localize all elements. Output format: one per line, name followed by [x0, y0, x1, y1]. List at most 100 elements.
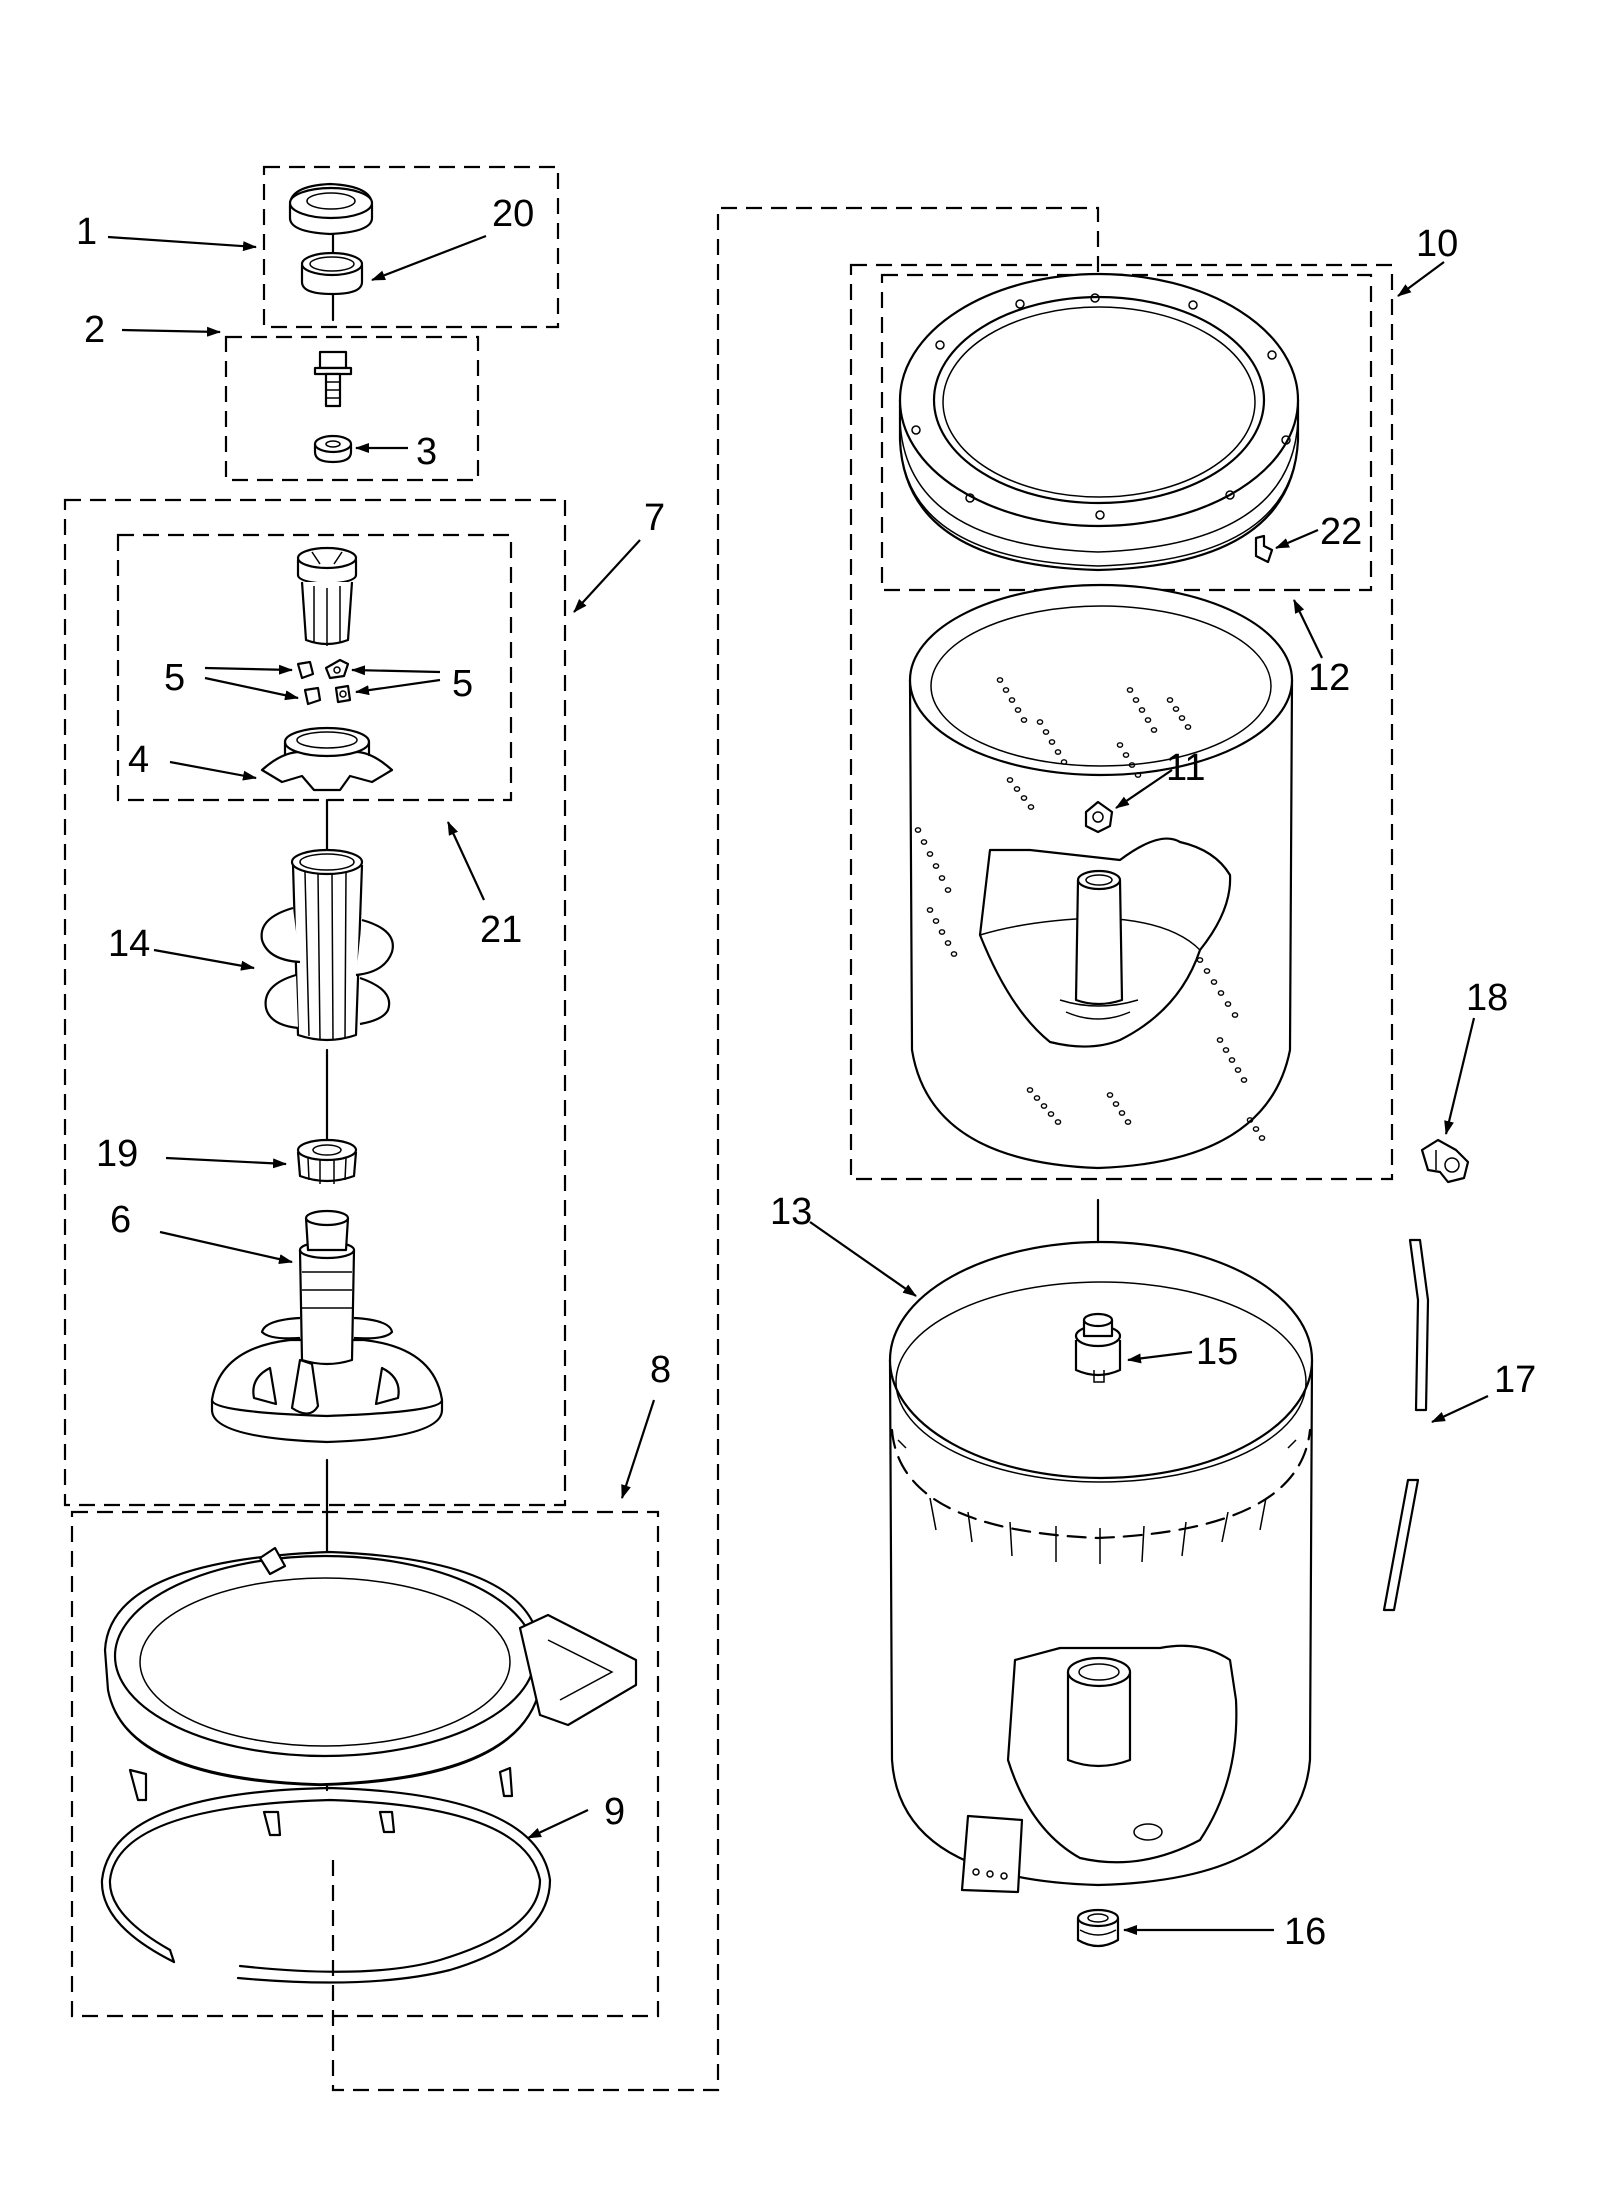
basket-hole [1122, 752, 1130, 758]
basket-hole [1246, 1117, 1254, 1123]
callout-15: 15 [1196, 1331, 1238, 1373]
basket-hole [1047, 1111, 1055, 1117]
basket-hole [1240, 1077, 1248, 1083]
basket-hole [1166, 697, 1174, 703]
basket-hole [1234, 1067, 1242, 1073]
agitator-bolt [313, 350, 353, 408]
basket-hole [1124, 1119, 1132, 1125]
basket-hole [1112, 1101, 1120, 1107]
basket-hole [1128, 762, 1136, 768]
basket-hole [1008, 697, 1016, 703]
callout-4: 4 [128, 739, 149, 781]
callout-6: 6 [110, 1199, 131, 1241]
group-boxes [63, 165, 1394, 2018]
callout-21: 21 [480, 909, 522, 951]
tub-ring-seal [100, 1786, 552, 1984]
basket-hole [1040, 1103, 1048, 1109]
callout-16: 16 [1284, 1911, 1326, 1953]
basket-hole [920, 839, 928, 845]
basket-hole [1222, 1047, 1230, 1053]
callout-19: 19 [96, 1133, 138, 1175]
basket-hole [1013, 786, 1021, 792]
agitator-auger [260, 848, 394, 1042]
tub-ring [103, 1546, 638, 1837]
basket-perforations [914, 677, 1266, 1141]
basket-hole [1116, 742, 1124, 748]
tub-grommet [1076, 1908, 1120, 1948]
basket-hole [1134, 772, 1142, 778]
basket-hole [1014, 707, 1022, 713]
group-box-1-20 [262, 165, 560, 329]
basket-hole [1026, 1087, 1034, 1093]
basket-hole [1027, 804, 1035, 810]
basket-hole [1054, 749, 1062, 755]
basket-hole [1228, 1057, 1236, 1063]
group-box-12 [880, 273, 1373, 592]
callout-17: 17 [1494, 1359, 1536, 1401]
agitator-cam [296, 546, 358, 646]
callout-11: 11 [1166, 747, 1205, 789]
callout-12: 12 [1308, 657, 1350, 699]
basket-hole [938, 875, 946, 881]
spin-basket [908, 583, 1294, 1170]
callout-arrows [107, 234, 1489, 1935]
overflow-hose [1382, 1238, 1430, 1612]
callout-2: 2 [84, 309, 105, 351]
callout-8: 8 [650, 1349, 671, 1391]
callout-9: 9 [604, 1791, 625, 1833]
basket-hole [1020, 795, 1028, 801]
basket-hole [1132, 697, 1140, 703]
basket-hole [1210, 979, 1218, 985]
callout-5-right: 5 [452, 663, 473, 705]
basket-hole [1106, 1092, 1114, 1098]
basket-hole [1252, 1126, 1260, 1132]
basket-hole [944, 887, 952, 893]
callout-20: 20 [492, 193, 534, 235]
group-box-2-3 [224, 335, 480, 482]
callout-10: 10 [1416, 223, 1458, 265]
cap-seal-ring [300, 251, 364, 296]
basket-hole [1178, 715, 1186, 721]
callout-22: 22 [1320, 511, 1362, 553]
basket-hole [1144, 717, 1152, 723]
basket-hole [950, 951, 958, 957]
hose-clip [1420, 1138, 1470, 1184]
basket-hole [1196, 957, 1204, 963]
basket-hole [938, 929, 946, 935]
basket-hole [1184, 724, 1192, 730]
basket-hole [1172, 706, 1180, 712]
basket-hole [944, 940, 952, 946]
basket-hole [932, 863, 940, 869]
drive-hub [1074, 1312, 1122, 1383]
basket-hole [1258, 1135, 1266, 1141]
callout-labels: 1 20 2 3 7 5 5 4 21 14 19 6 8 9 10 22 12… [76, 193, 1536, 1953]
balance-ring [898, 272, 1300, 572]
basket-hole [996, 677, 1004, 683]
callout-5-left: 5 [164, 657, 185, 699]
basket-hole [1138, 707, 1146, 713]
basket-hole [1048, 739, 1056, 745]
basket-hole [1033, 1095, 1041, 1101]
basket-hole [926, 907, 934, 913]
auger-bearing [296, 1138, 358, 1184]
basket-hole [1203, 968, 1211, 974]
callout-18: 18 [1466, 977, 1508, 1019]
basket-hole [1042, 729, 1050, 735]
basket-hole [1054, 1119, 1062, 1125]
basket-hole [1002, 687, 1010, 693]
basket-hole [1126, 687, 1134, 693]
group-box-7 [63, 498, 567, 1507]
basket-hole [1150, 727, 1158, 733]
basket-hole [1224, 1001, 1232, 1007]
balance-ring-clip [1254, 534, 1274, 564]
callout-3: 3 [416, 431, 437, 473]
agitator-base [210, 1209, 444, 1444]
cam-plate [260, 726, 394, 792]
basket-hole [914, 827, 922, 833]
group-box-8 [70, 1510, 660, 2018]
basket-hole [1216, 1037, 1224, 1043]
basket-hole [1060, 759, 1068, 765]
agitator-cap [288, 182, 374, 236]
basket-hole [1217, 990, 1225, 996]
